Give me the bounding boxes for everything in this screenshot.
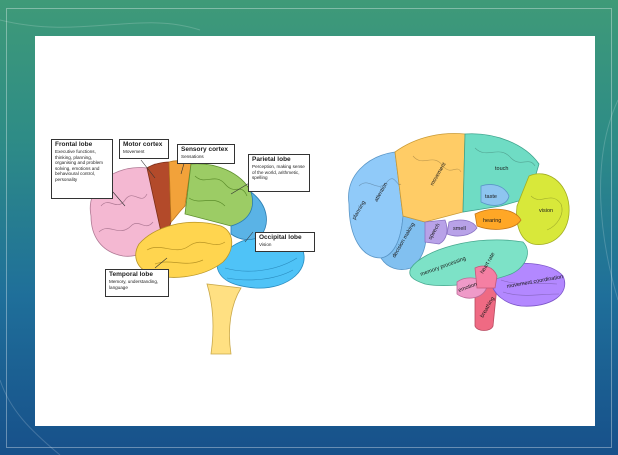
- frontal-lobe-desc: Executive functions, thinking, planning,…: [55, 149, 109, 183]
- lobes-diagram: [35, 36, 335, 426]
- sensory-cortex-label: Sensory cortex Sensations: [177, 144, 235, 164]
- parietal-lobe-title: Parietal lobe: [252, 156, 306, 164]
- frontal-lobe-title: Frontal lobe: [55, 141, 109, 149]
- brainstem: [207, 284, 241, 354]
- func-label-touch: touch: [495, 166, 508, 172]
- func-label-hearing: hearing: [483, 218, 501, 224]
- movement-region: [395, 134, 465, 222]
- func-label-vision: vision: [539, 208, 553, 214]
- temporal-lobe-title: Temporal lobe: [109, 271, 165, 279]
- slide-content: Frontal lobe Executive functions, thinki…: [35, 36, 595, 426]
- functions-diagram: movement touch attention taste vision pl…: [325, 36, 585, 426]
- parietal-lobe-desc: Perception, making sense of the world, a…: [252, 164, 306, 181]
- occipital-lobe-desc: Vision: [259, 242, 311, 248]
- motor-cortex-title: Motor cortex: [123, 141, 165, 149]
- parietal-lobe: [185, 164, 253, 226]
- motor-cortex-desc: Movement: [123, 149, 165, 155]
- temporal-lobe-label: Temporal lobe Memory, understanding, lan…: [105, 269, 169, 297]
- func-label-taste: taste: [485, 194, 497, 200]
- sensory-cortex-desc: Sensations: [181, 154, 231, 160]
- motor-cortex-label: Motor cortex Movement: [119, 139, 169, 159]
- sensory-cortex-title: Sensory cortex: [181, 146, 231, 154]
- occipital-lobe-label: Occipital lobe Vision: [255, 232, 315, 252]
- frontal-region: [349, 152, 403, 258]
- temporal-lobe-desc: Memory, understanding, language: [109, 279, 165, 290]
- parietal-lobe-label: Parietal lobe Perception, making sense o…: [248, 154, 310, 192]
- frontal-lobe-label: Frontal lobe Executive functions, thinki…: [51, 139, 113, 199]
- func-label-smell: smell: [453, 226, 466, 232]
- occipital-lobe-title: Occipital lobe: [259, 234, 311, 242]
